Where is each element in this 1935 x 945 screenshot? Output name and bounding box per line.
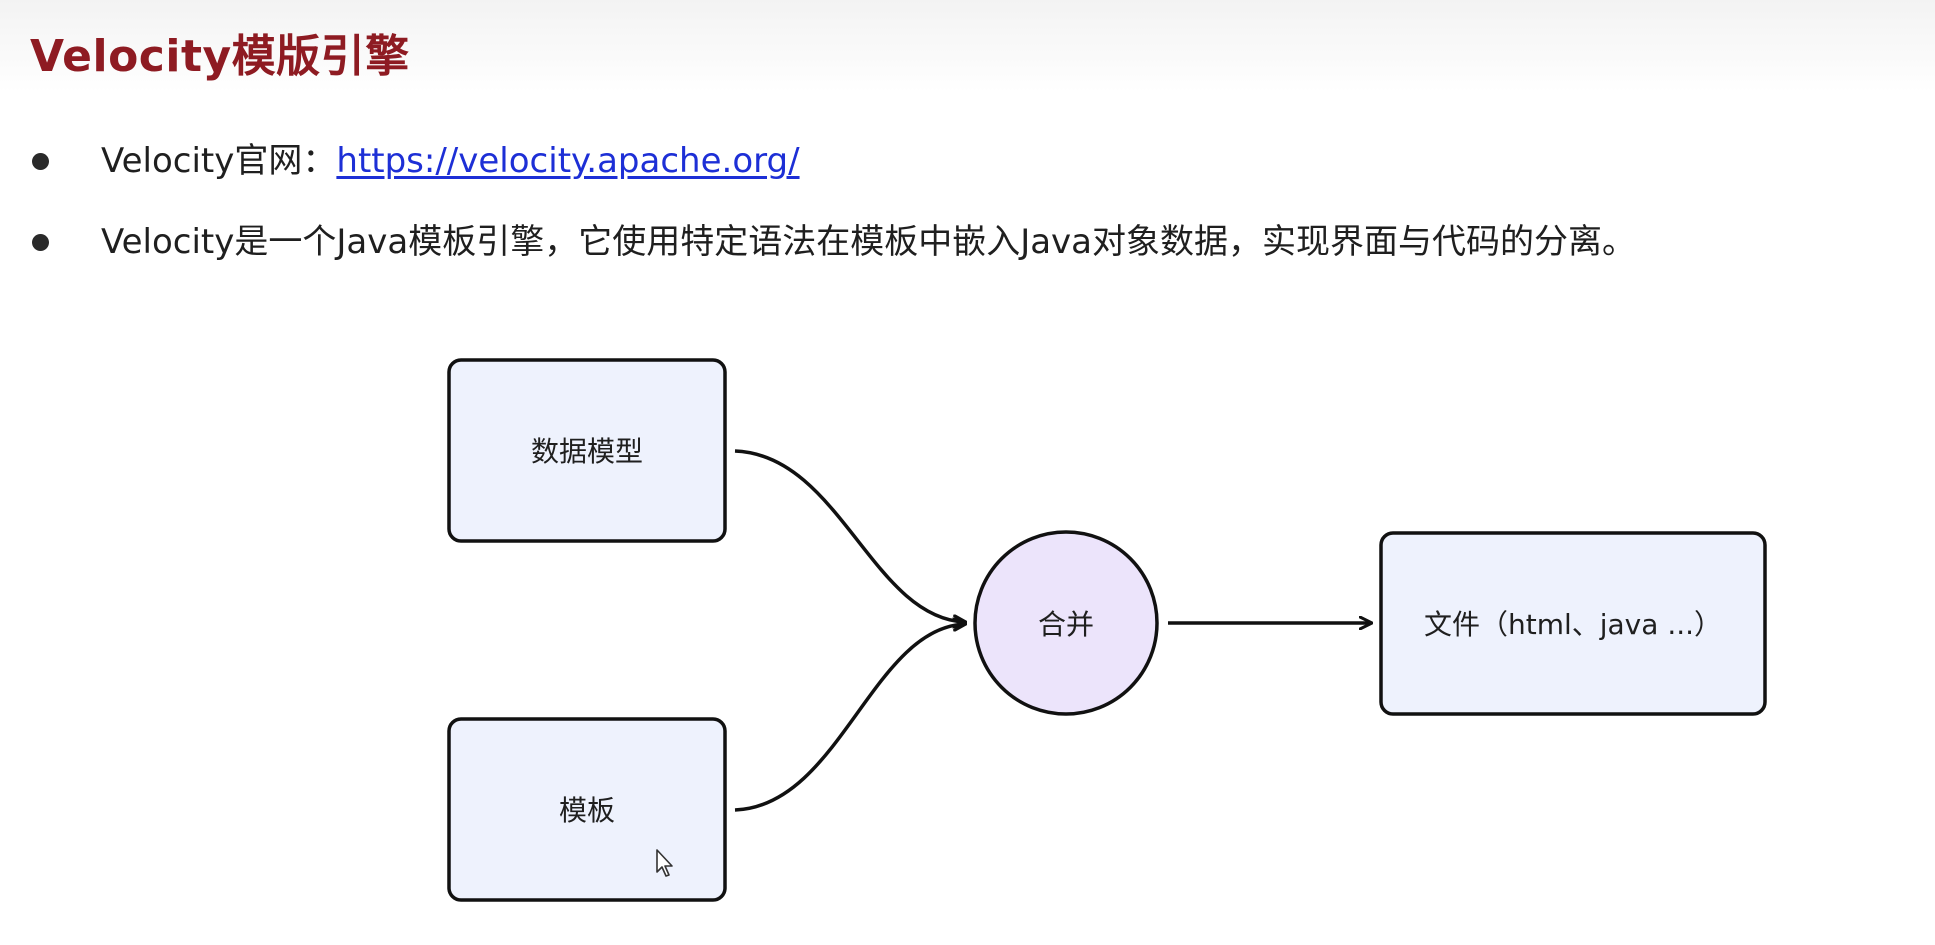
bullet-dot [32,233,49,251]
bullet-description: Velocity是一个Java模板引擎，它使用特定语法在模板中嵌入Java对象数… [32,222,1636,263]
bullet-website: Velocity官网： https://velocity.apache.org/ [32,141,800,182]
data-model-label: 数据模型 [531,435,643,468]
website-label: Velocity官网： [101,141,337,181]
template-to-merge-arrow [734,624,965,812]
website-link[interactable]: https://velocity.apache.org/ [336,141,800,181]
bullet-dot [32,152,49,170]
merge-circle [973,530,1159,716]
output-label: 文件（html、java ...） [1424,608,1722,641]
data-model-box [447,358,727,543]
template-node: 模板 [447,717,727,902]
merge-node: 合并 [973,530,1159,716]
mouse-cursor-icon [656,849,673,877]
output-box [1379,531,1767,716]
page-title: Velocity模版引擎 [30,31,410,82]
merge-label: 合并 [1038,608,1094,641]
template-label: 模板 [559,794,615,827]
description-text: Velocity是一个Java模板引擎，它使用特定语法在模板中嵌入Java对象数… [101,222,1637,262]
template-box [447,717,727,902]
data-model-to-merge-arrow [734,449,965,622]
header-band [0,0,1935,92]
data-model-node: 数据模型 [447,358,727,543]
output-node: 文件（html、java ...） [1379,531,1767,716]
